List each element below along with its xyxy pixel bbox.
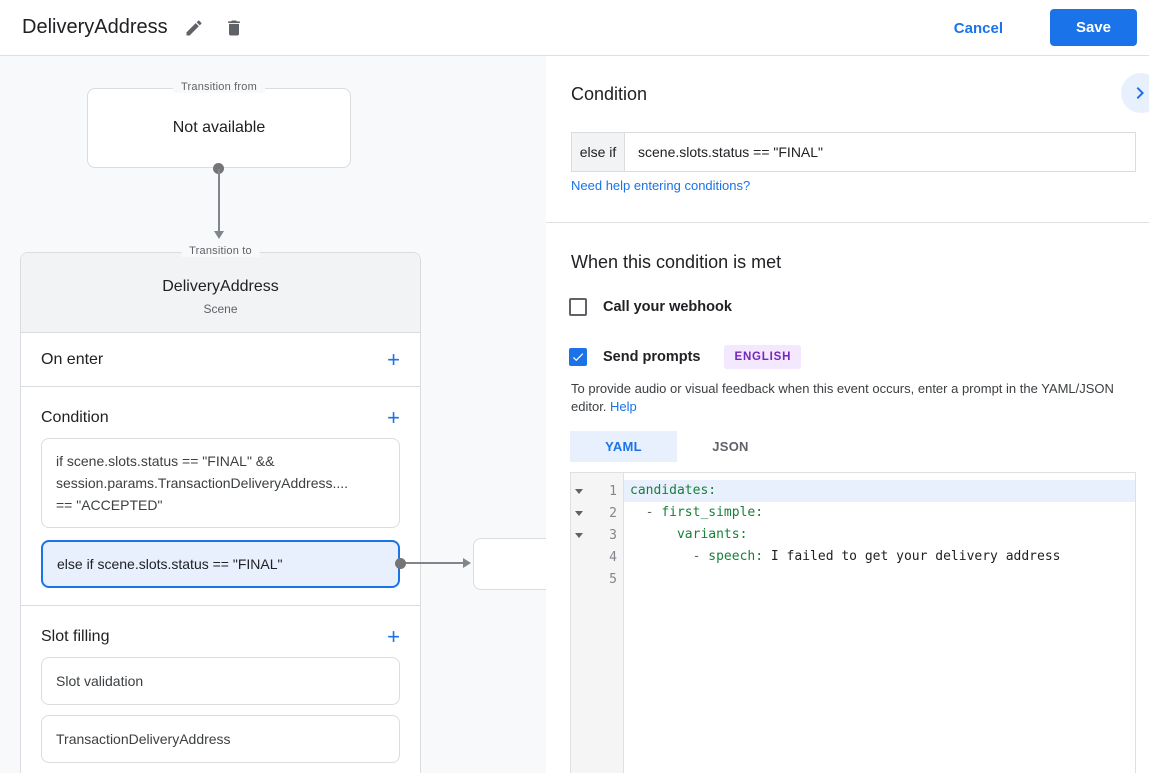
language-badge: ENGLISH (724, 345, 802, 369)
transition-connector-arrowhead-icon (463, 558, 471, 568)
condition-line: if scene.slots.status == "FINAL" && (56, 453, 275, 469)
code-text[interactable]: - speech: I failed to get your delivery … (692, 549, 1061, 564)
cancel-button[interactable]: Cancel (953, 19, 1003, 37)
feedback-description: To provide audio or visual feedback when… (571, 380, 1133, 416)
save-button[interactable]: Save (1049, 9, 1137, 46)
tab-json[interactable]: JSON (677, 431, 784, 462)
transition-target-box[interactable] (473, 538, 546, 590)
line-number: 5 (609, 571, 617, 587)
code-line: 2 - first_simple: (571, 502, 1135, 524)
condition-detail-panel: Condition else if Need help entering con… (546, 56, 1149, 773)
editor-gutter (571, 473, 624, 773)
editor-format-tabs: YAML JSON (570, 431, 784, 462)
code-line: 4 - speech: I failed to get your deliver… (571, 546, 1135, 568)
call-webhook-label: Call your webhook (603, 299, 732, 315)
add-on-enter-button[interactable]: + (387, 346, 400, 372)
fold-arrow-icon[interactable] (575, 488, 583, 494)
scene-diagram-panel: Transition from Not available Transition… (0, 56, 546, 773)
fold-arrow-icon[interactable] (575, 532, 583, 538)
condition-item-selected[interactable]: else if scene.slots.status == "FINAL" (41, 540, 400, 588)
code-text[interactable] (624, 568, 1135, 590)
transition-to-legend: Transition to (181, 245, 260, 257)
pencil-icon (184, 18, 204, 38)
transition-from-content: Not available (172, 119, 266, 136)
condition-line: session.params.TransactionDeliveryAddres… (56, 475, 349, 491)
transition-connector-line (404, 562, 463, 564)
transition-connector-dot (395, 558, 406, 569)
condition-section-label: Condition (41, 409, 109, 426)
feedback-text: To provide audio or visual feedback when… (571, 381, 1114, 414)
tab-yaml[interactable]: YAML (570, 431, 677, 462)
fold-cell (571, 488, 587, 494)
connector-line (218, 169, 220, 231)
code-line: 1 candidates: (571, 480, 1135, 502)
transition-from-legend: Transition from (173, 81, 265, 93)
top-bar: DeliveryAddress Cancel Save (0, 0, 1149, 56)
trash-icon (224, 18, 244, 38)
code-text[interactable]: candidates: (624, 480, 1135, 502)
send-prompts-checkbox[interactable] (569, 348, 587, 366)
condition-line: == "ACCEPTED" (56, 497, 163, 513)
scene-type-label: Scene (203, 301, 238, 316)
line-number: 2 (609, 505, 617, 521)
page-title: DeliveryAddress (22, 16, 168, 38)
chevron-right-icon (1128, 81, 1149, 105)
condition-line: else if scene.slots.status == "FINAL" (57, 556, 283, 572)
checkmark-icon (571, 350, 585, 364)
condition-expression-input[interactable] (625, 132, 1136, 172)
slot-item[interactable]: Slot validation (41, 657, 400, 705)
section-divider (546, 222, 1149, 223)
code-text[interactable]: variants: (676, 527, 748, 542)
slot-item-label: Slot validation (56, 673, 144, 689)
on-enter-section: On enter + (21, 333, 420, 387)
condition-item[interactable]: if scene.slots.status == "FINAL" && sess… (41, 438, 400, 528)
scene-card: Transition to DeliveryAddress Scene On e… (20, 245, 421, 773)
condition-section: Condition + if scene.slots.status == "FI… (21, 405, 420, 606)
delete-scene-button[interactable] (220, 14, 248, 42)
send-prompts-label: Send prompts (603, 349, 701, 365)
scene-card-header[interactable]: DeliveryAddress Scene (21, 253, 420, 333)
transition-from-box[interactable]: Transition from Not available (87, 81, 351, 168)
connector-dot (213, 163, 224, 174)
webhook-option-row: Call your webhook (569, 298, 732, 316)
collapse-panel-button[interactable] (1121, 73, 1149, 113)
condition-prefix-label: else if (571, 132, 625, 172)
on-enter-label: On enter (41, 350, 104, 368)
fold-cell (571, 532, 587, 538)
edit-scene-button[interactable] (180, 14, 208, 42)
line-number: 1 (609, 483, 617, 499)
scene-name: DeliveryAddress (162, 277, 279, 295)
condition-help-link[interactable]: Need help entering conditions? (571, 178, 751, 193)
send-prompts-option-row: Send prompts ENGLISH (569, 345, 802, 369)
slot-filling-section-label: Slot filling (41, 628, 110, 645)
fold-cell (571, 510, 587, 516)
add-slot-button[interactable]: + (387, 624, 400, 649)
slot-item[interactable]: TransactionDeliveryAddress (41, 715, 400, 763)
slot-filling-section: Slot filling + Slot validation Transacti… (21, 624, 420, 763)
condition-panel-heading: Condition (571, 84, 648, 104)
connector-arrowhead-icon (214, 231, 224, 239)
add-condition-button[interactable]: + (387, 405, 400, 430)
line-number: 4 (609, 549, 617, 565)
condition-met-heading: When this condition is met (571, 252, 782, 272)
feedback-help-link[interactable]: Help (610, 399, 637, 414)
call-webhook-checkbox[interactable] (569, 298, 587, 316)
code-line: 3 variants: (571, 524, 1135, 546)
slot-item-label: TransactionDeliveryAddress (56, 731, 231, 747)
code-text[interactable]: - first_simple: (645, 505, 764, 520)
line-number: 3 (609, 527, 617, 543)
condition-expression-row: else if (571, 132, 1136, 172)
code-line: 5 (571, 568, 1135, 590)
fold-arrow-icon[interactable] (575, 510, 583, 516)
